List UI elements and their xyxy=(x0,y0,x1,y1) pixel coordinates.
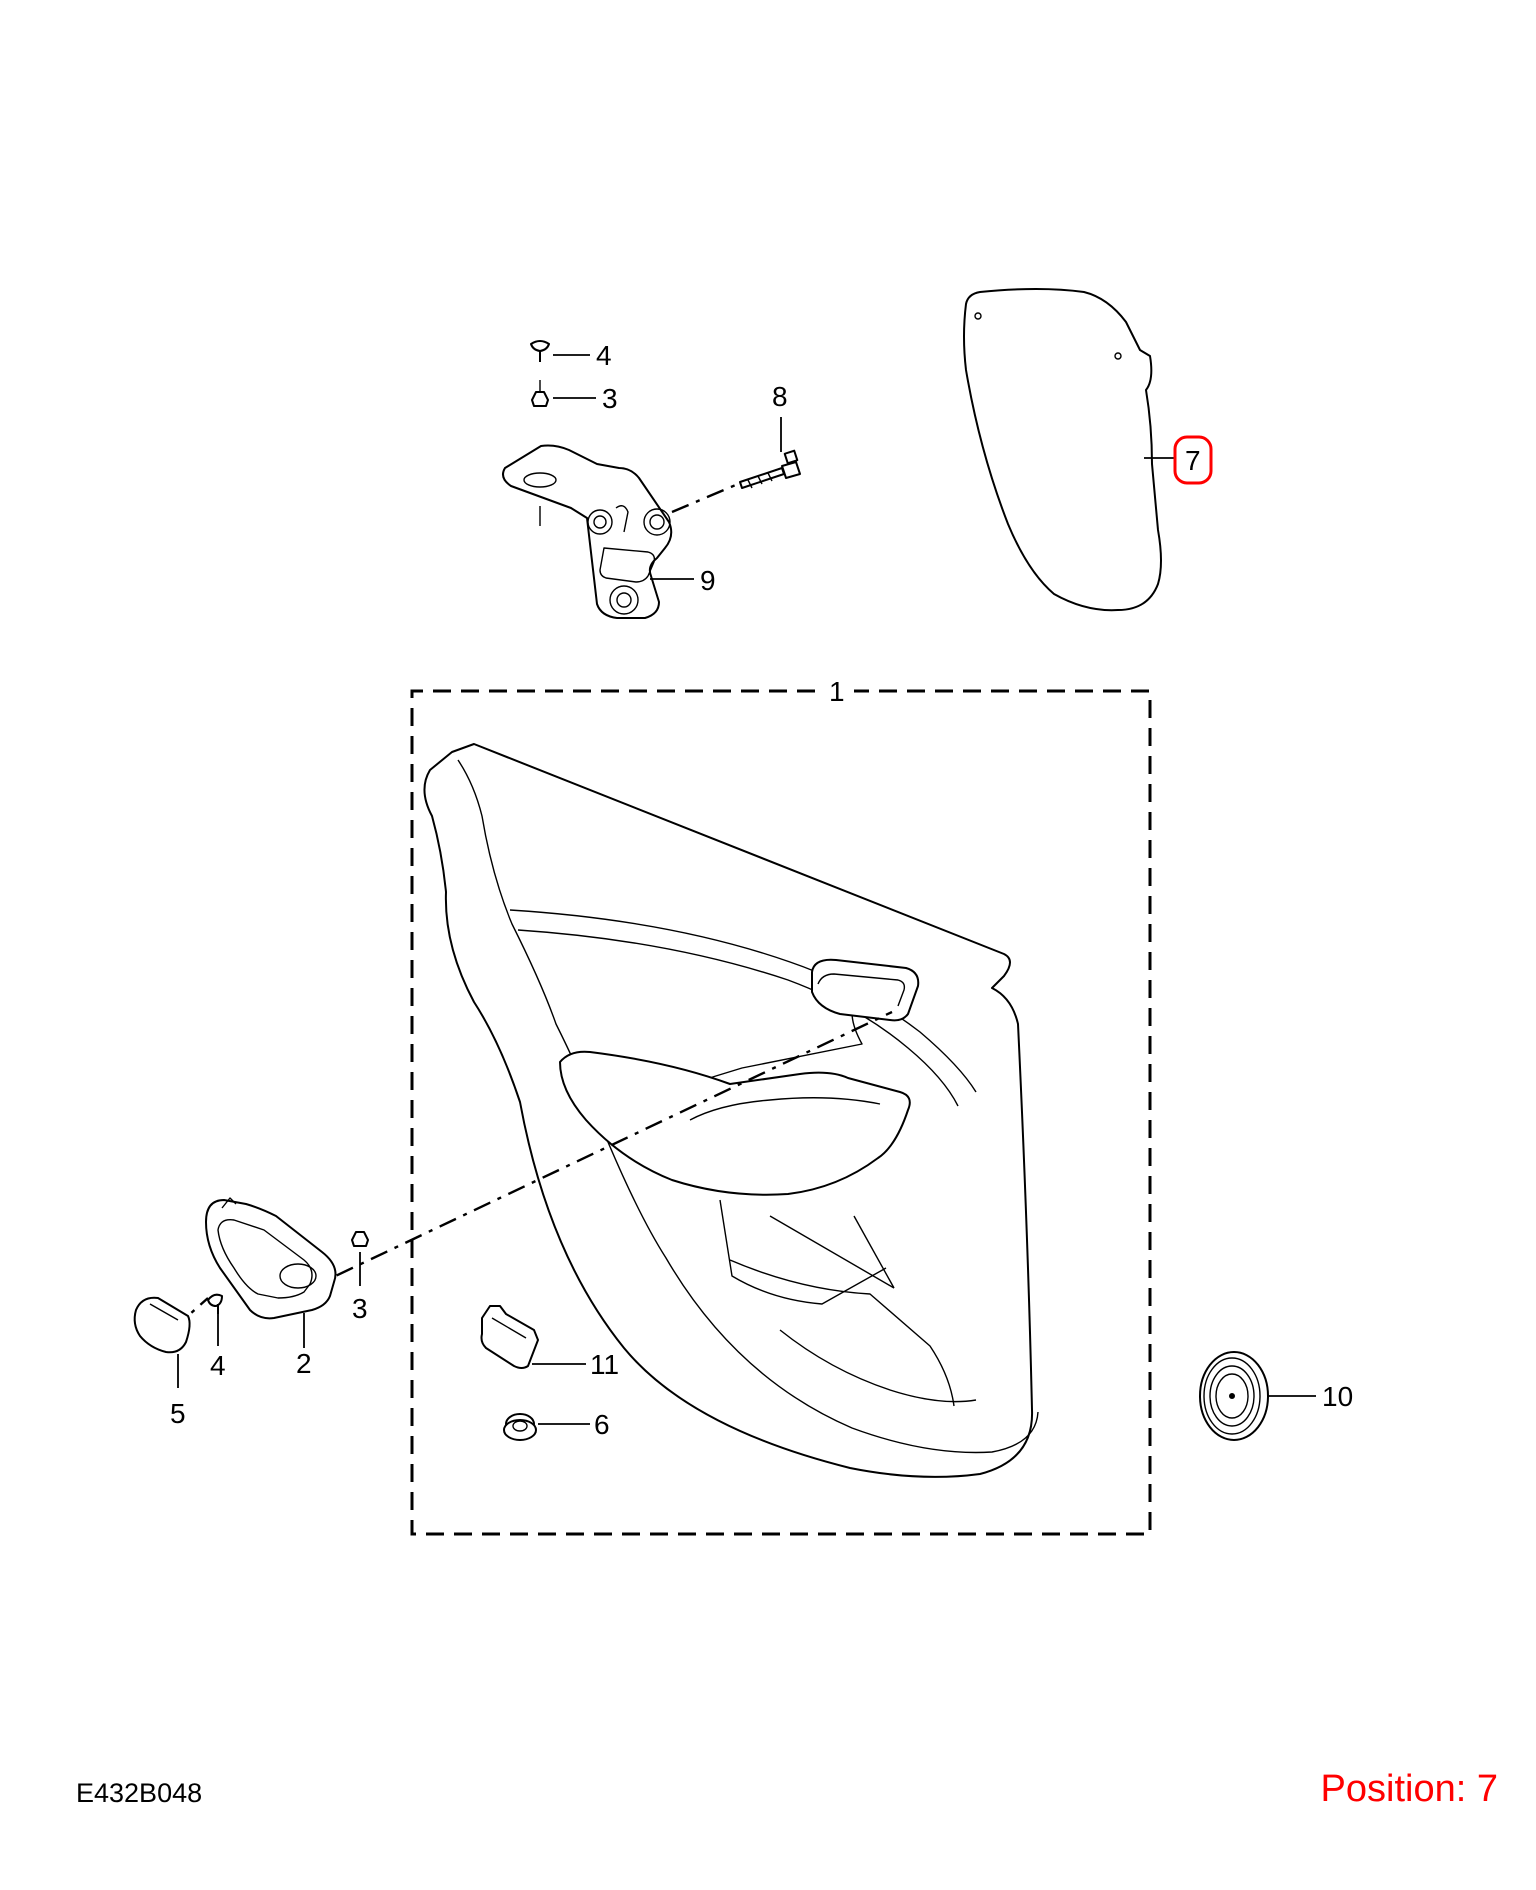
callout-3-top[interactable]: 3 xyxy=(602,383,618,414)
callout-9[interactable]: 9 xyxy=(700,565,716,596)
part-2-inner-handle[interactable] xyxy=(205,1197,337,1320)
callout-1[interactable]: 1 xyxy=(829,676,845,707)
part-5-cover-cap[interactable] xyxy=(133,1296,191,1354)
part-4-screw-top[interactable] xyxy=(530,340,550,362)
part-3-clip-bottom[interactable] xyxy=(351,1231,369,1247)
part-7-panel-pad[interactable] xyxy=(963,288,1162,612)
part-8-bolt[interactable] xyxy=(739,449,801,489)
position-indicator: Position: 7 xyxy=(1320,1768,1498,1810)
part-10-speaker-grille[interactable] xyxy=(1199,1351,1269,1441)
assembly-line-2-1 xyxy=(267,1010,893,1310)
part-6-grommet[interactable] xyxy=(503,1413,537,1441)
callout-3-bottom[interactable]: 3 xyxy=(352,1293,368,1324)
callout-11[interactable]: 11 xyxy=(590,1349,619,1380)
callout-5[interactable]: 5 xyxy=(170,1398,186,1429)
part-3-clip-top[interactable] xyxy=(531,380,549,407)
callout-4-bottom[interactable]: 4 xyxy=(210,1350,226,1381)
highlight-marker-7[interactable] xyxy=(1173,435,1213,485)
diagram-code: E432B048 xyxy=(76,1778,203,1808)
callout-10[interactable]: 10 xyxy=(1322,1381,1353,1412)
part-9-bracket[interactable] xyxy=(502,444,673,619)
callout-6[interactable]: 6 xyxy=(594,1409,610,1440)
part-11-clip[interactable] xyxy=(480,1305,539,1369)
callout-4-top[interactable]: 4 xyxy=(596,340,612,371)
assembly-line-8-9 xyxy=(671,482,739,514)
door-trim-panel[interactable] xyxy=(423,743,1039,1478)
callout-2[interactable]: 2 xyxy=(296,1348,312,1379)
callout-8[interactable]: 8 xyxy=(772,381,788,412)
callout-7[interactable]: 7 xyxy=(1185,445,1201,476)
part-4-screw-bottom[interactable] xyxy=(207,1293,223,1314)
